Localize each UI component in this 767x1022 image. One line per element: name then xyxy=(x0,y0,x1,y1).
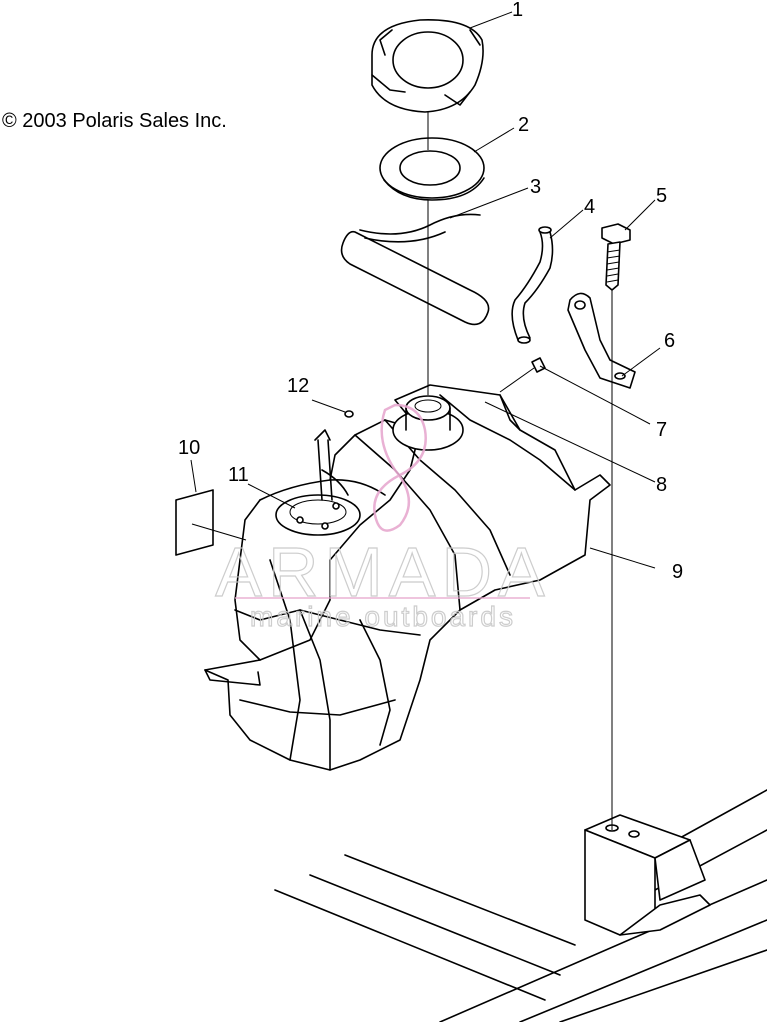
callout-8: 8 xyxy=(656,474,667,496)
vent-hose-part xyxy=(511,226,554,344)
callout-12: 12 xyxy=(287,375,309,397)
watermark-tagline: marine outboards xyxy=(250,601,516,632)
watermark: ARMADA marine outboards xyxy=(215,403,550,633)
frame-rails xyxy=(274,789,767,1022)
callout-9: 9 xyxy=(672,561,683,583)
callout-3: 3 xyxy=(530,176,541,198)
callout-6: 6 xyxy=(664,330,675,352)
callout-10: 10 xyxy=(178,437,200,459)
watermark-brand: ARMADA xyxy=(215,533,550,611)
frame-mount-block xyxy=(584,814,711,936)
copyright-notice: © 2003 Polaris Sales Inc. xyxy=(2,110,227,132)
leader-lines xyxy=(190,11,661,830)
callout-1: 1 xyxy=(512,0,523,21)
callout-5: 5 xyxy=(656,185,667,207)
fuel-cap-part xyxy=(371,19,484,113)
bolt-part xyxy=(601,223,631,291)
clip-part xyxy=(531,357,546,373)
callout-numbers: 1 2 3 4 5 6 7 8 9 10 11 12 xyxy=(178,0,683,583)
watermark-logo-icon xyxy=(373,403,427,532)
callout-11: 11 xyxy=(228,464,249,486)
decal-part xyxy=(175,489,214,556)
callout-2: 2 xyxy=(518,114,529,136)
gasket-ring-part xyxy=(379,137,485,201)
nut-part xyxy=(344,410,354,418)
bracket-part xyxy=(567,292,636,389)
foam-pad-part xyxy=(340,213,490,326)
callout-4: 4 xyxy=(584,196,595,218)
callout-7: 7 xyxy=(656,419,667,441)
fuel-tank-part xyxy=(204,384,611,771)
